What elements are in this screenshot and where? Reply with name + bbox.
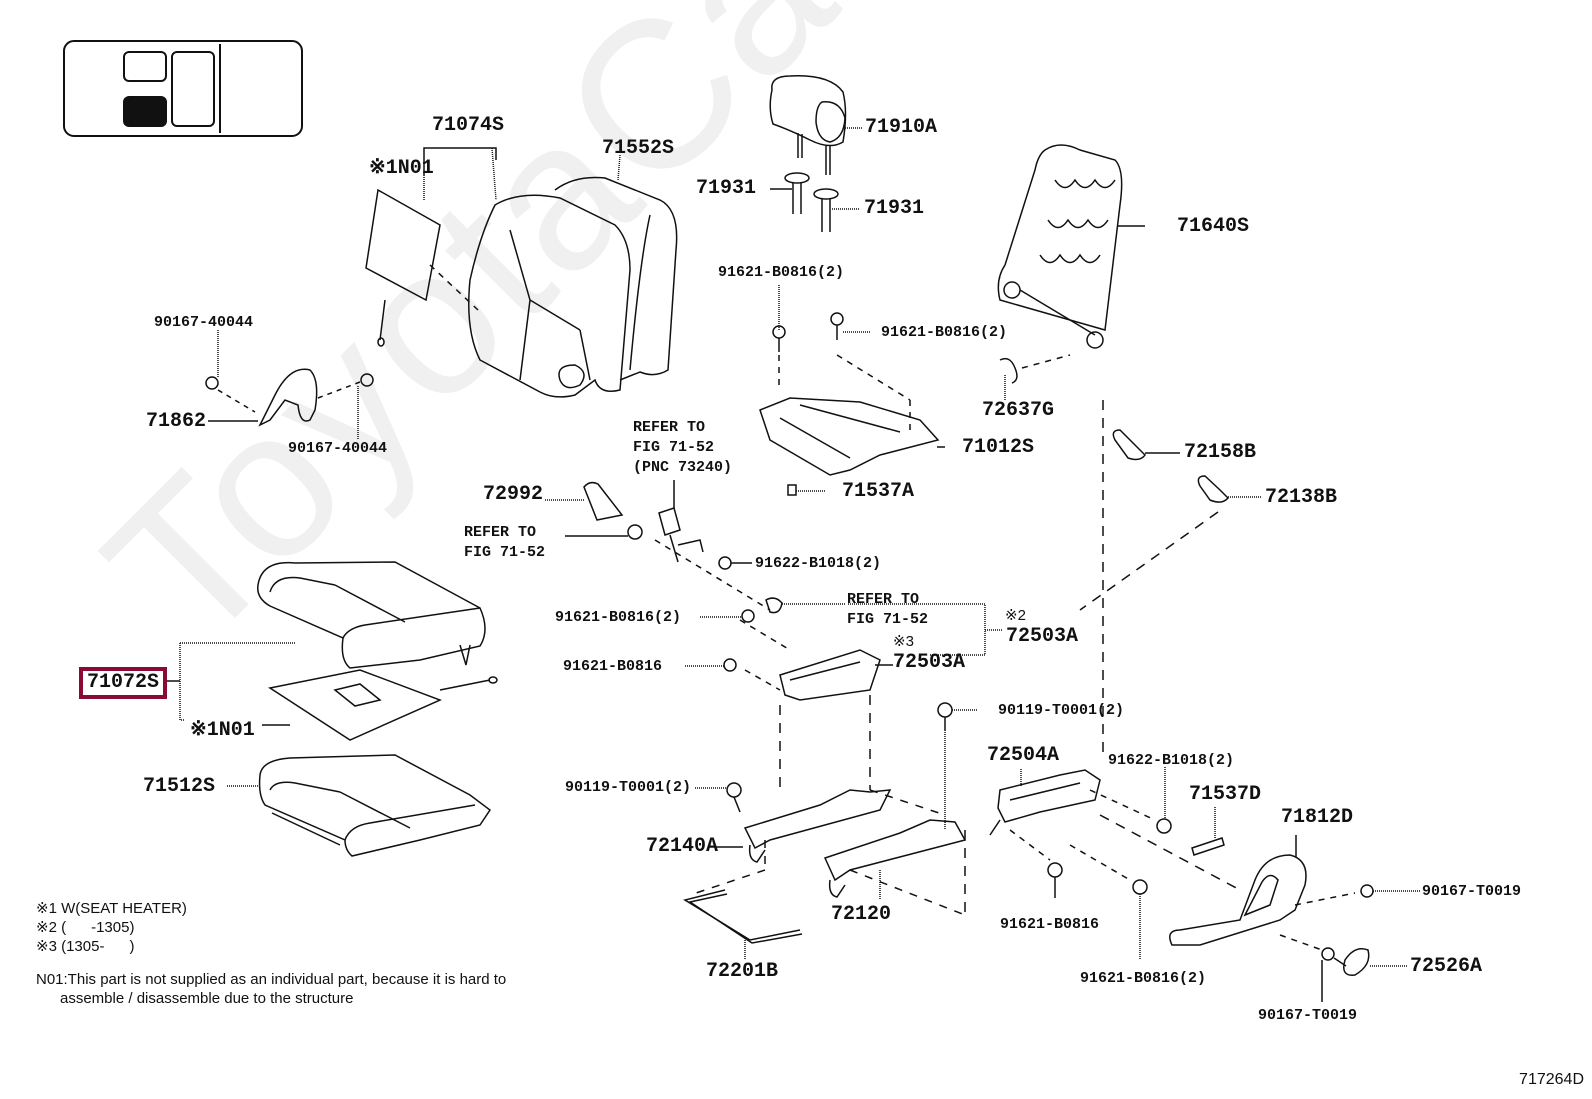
- note-after-1305: ※3 (1305- ): [36, 938, 135, 955]
- reference-clip-line2: FIG 71-52: [847, 611, 929, 628]
- part-label-71012S[interactable]: 71012S: [962, 436, 1035, 459]
- hinge-cover-drawing: [205, 330, 374, 440]
- seatbelt-buckle-drawing: [545, 480, 1003, 672]
- part-label-91621-B0816-a[interactable]: 91621-B0816: [563, 658, 663, 675]
- part-label-90167-40044-left[interactable]: 90167-40044: [154, 314, 254, 331]
- part-label-72503A-a[interactable]: 72503A: [893, 651, 966, 674]
- part-label-72637G[interactable]: 72637G: [982, 399, 1055, 422]
- seat-adjuster-drawing: [740, 620, 893, 790]
- part-label-91621-B0816-b[interactable]: 91621-B0816: [1000, 916, 1100, 933]
- part-label-72526A[interactable]: 72526A: [1410, 955, 1483, 978]
- part-label-72138B[interactable]: 72138B: [1265, 486, 1338, 509]
- adjust-lever-drawing: [1170, 835, 1420, 1002]
- part-label-91621-B0816-2-d[interactable]: 91621-B0816(2): [1080, 970, 1207, 987]
- wire-drawing: [685, 890, 802, 960]
- seatback-cover-drawing: [424, 148, 677, 397]
- part-label-91621-B0816-2-b[interactable]: 91621-B0816(2): [881, 324, 1008, 341]
- part-label-90119-T0001-2-b[interactable]: 90119-T0001(2): [565, 779, 692, 796]
- seat-cushion-assembly-drawing: [167, 562, 497, 740]
- adjuster-right-drawing: [990, 767, 1240, 960]
- reference-cap[interactable]: REFER TO FIG 71-52: [464, 523, 545, 563]
- part-label-72504A[interactable]: 72504A: [987, 744, 1060, 767]
- reference-seatbelt-line1: REFER TO: [633, 419, 706, 436]
- reference-seatbelt[interactable]: REFER TO FIG 71-52 (PNC 73240): [633, 418, 732, 478]
- part-label-71640S[interactable]: 71640S: [1177, 215, 1250, 238]
- part-label-71931-right[interactable]: 71931: [864, 197, 925, 220]
- part-label-71862[interactable]: 71862: [146, 410, 207, 433]
- part-label-91621-B0816-2-a[interactable]: 91621-B0816(2): [718, 264, 845, 281]
- part-label-71931-left[interactable]: 71931: [696, 177, 757, 200]
- headrest-drawing: [770, 76, 862, 232]
- part-label-72992[interactable]: 72992: [483, 483, 544, 506]
- reference-cap-line1: REFER TO: [464, 524, 537, 541]
- part-label-90167-40044-right[interactable]: 90167-40044: [288, 440, 388, 457]
- note-seat-heater: ※1 W(SEAT HEATER): [36, 900, 187, 917]
- part-label-71552S[interactable]: 71552S: [602, 137, 675, 160]
- recliner-cover-clips-drawing: [1080, 400, 1262, 760]
- part-label-72503A-b[interactable]: 72503A: [1006, 625, 1079, 648]
- note-before-1305: ※2 ( -1305): [36, 919, 135, 936]
- part-label-91622-B1018-2-b[interactable]: 91622-B1018(2): [1108, 752, 1235, 769]
- seat-track-rails-drawing: [690, 702, 978, 915]
- part-label-71537D[interactable]: 71537D: [1189, 783, 1262, 806]
- cushion-frame-drawing: [760, 285, 945, 495]
- heater-mat-top-drawing: [366, 175, 478, 346]
- diagram-notes: ※1 W(SEAT HEATER) ※2 ( -1305) ※3 (1305- …: [36, 899, 506, 1008]
- cushion-pad-drawing: [227, 755, 490, 856]
- part-label-90167-T0019-a[interactable]: 90167-T0019: [1422, 883, 1522, 900]
- part-label-91622-B1018-2-a[interactable]: 91622-B1018(2): [755, 555, 882, 572]
- part-label-72120[interactable]: 72120: [831, 903, 892, 926]
- part-label-71812D[interactable]: 71812D: [1281, 806, 1354, 829]
- part-label-91621-B0816-2-c[interactable]: 91621-B0816(2): [555, 609, 682, 626]
- reference-seatbelt-line3: (PNC 73240): [633, 459, 733, 476]
- reference-cap-line2: FIG 71-52: [464, 544, 546, 561]
- part-label-n01-seatback[interactable]: ※1N01: [369, 157, 434, 180]
- part-label-71537A[interactable]: 71537A: [842, 480, 915, 503]
- part-label-90119-T0001-2-a[interactable]: 90119-T0001(2): [998, 702, 1125, 719]
- part-label-71512S[interactable]: 71512S: [143, 775, 216, 798]
- reference-clip[interactable]: REFER TO FIG 71-52: [847, 590, 928, 630]
- part-label-72158B[interactable]: 72158B: [1184, 441, 1257, 464]
- part-label-71074S[interactable]: 71074S: [432, 114, 505, 137]
- part-label-71072S-selected[interactable]: 71072S: [79, 667, 168, 699]
- reference-seatbelt-line2: FIG 71-52: [633, 439, 715, 456]
- seat-position-locator-icon: [64, 41, 302, 136]
- part-label-72140A[interactable]: 72140A: [646, 835, 719, 858]
- variant-note-2: ※2: [1005, 607, 1026, 624]
- part-label-n01-cushion[interactable]: ※1N01: [190, 719, 255, 742]
- part-label-71910A[interactable]: 71910A: [865, 116, 938, 139]
- figure-id: 717264D: [1519, 1071, 1584, 1088]
- variant-note-3: ※3: [893, 633, 914, 650]
- reference-clip-line1: REFER TO: [847, 591, 920, 608]
- part-label-72201B[interactable]: 72201B: [706, 960, 779, 983]
- note-n01-line1: N01:This part is not supplied as an indi…: [36, 971, 507, 988]
- seatback-frame-drawing: [998, 145, 1145, 400]
- note-n01-line2: assemble / disassemble due to the struct…: [60, 990, 354, 1007]
- part-label-90167-T0019-b[interactable]: 90167-T0019: [1258, 1007, 1358, 1024]
